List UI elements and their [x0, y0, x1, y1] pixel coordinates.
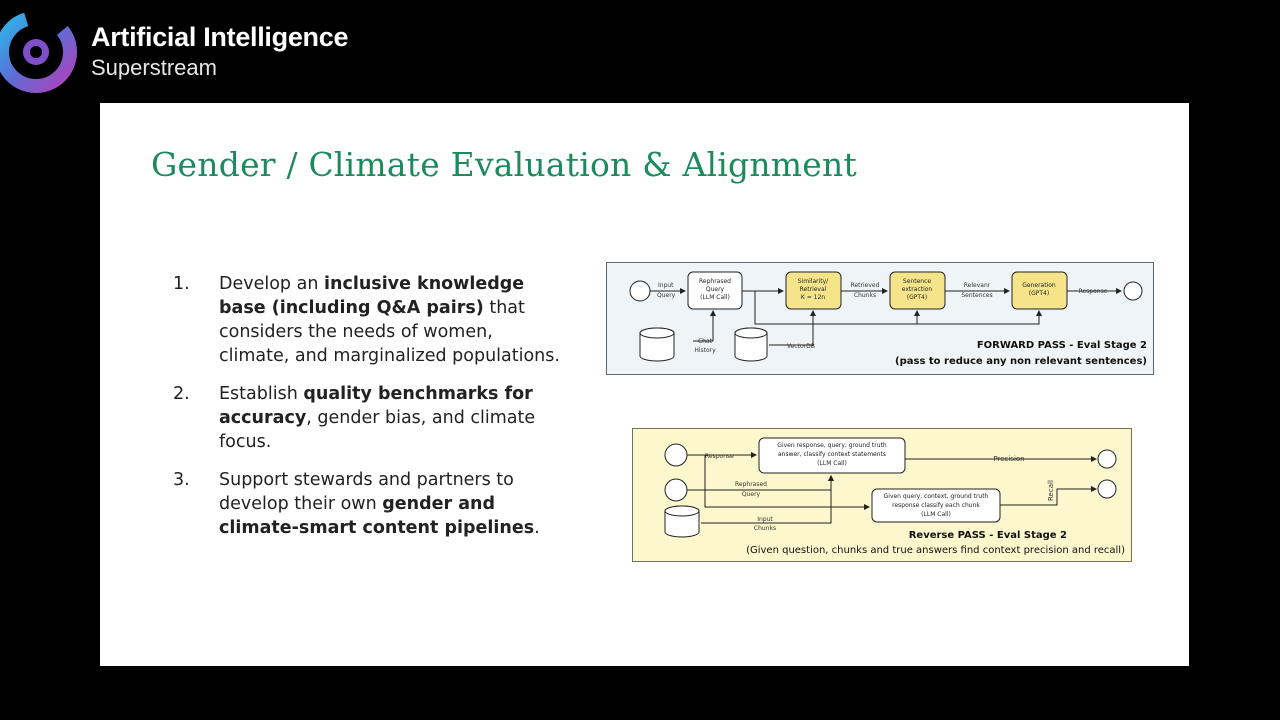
response-node — [664, 443, 688, 467]
slide-title: Gender / Climate Evaluation & Alignment — [151, 145, 857, 184]
list-item: 3. Support stewards and partners to deve… — [173, 468, 563, 540]
list-text: , gender bias, and climate focus. — [219, 408, 536, 452]
forward-pass-caption: FORWARD PASS - Eval Stage 2 — [976, 340, 1147, 351]
list-text: Establish — [219, 384, 304, 404]
list-text-bold: gender and climate-smart content pipelin… — [219, 494, 535, 538]
reverse-pass-subcaption: (Given question, chunks and true answers… — [746, 545, 1125, 556]
recall-node — [1097, 479, 1117, 499]
brand-subtitle: Superstream — [91, 55, 217, 80]
list-text: Develop an — [219, 274, 324, 294]
list-text: . — [534, 518, 540, 538]
reverse-pass-caption: Reverse PASS - Eval Stage 2 — [908, 530, 1067, 541]
list-text: Support stewards and partners to develop… — [219, 470, 514, 514]
list-text-bold: quality benchmarks for accuracy — [219, 384, 533, 428]
label-response: Response — [705, 453, 734, 460]
list-text: that considers the needs of women, clima… — [219, 298, 560, 366]
list-item: 1. Develop an inclusive knowledge base (… — [173, 272, 563, 368]
svg-text:Generation(GPT4): Generation(GPT4) — [1022, 282, 1056, 297]
svg-text:Given query, context, ground t: Given query, context, ground truthrespon… — [884, 493, 989, 518]
label-response: Response — [1079, 288, 1108, 295]
end-node — [1123, 281, 1143, 301]
presentation-slide: Gender / Climate Evaluation & Alignment … — [100, 103, 1189, 666]
label-recall: Recall — [1047, 480, 1055, 501]
forward-pass-subcaption: (pass to reduce any non relevant sentenc… — [895, 356, 1147, 367]
label-vectordb: VectorDB — [787, 343, 815, 350]
svg-text:Given response, query, ground: Given response, query, ground truthanswe… — [777, 442, 887, 467]
chat-history-database-icon — [639, 327, 675, 362]
list-number: 2. — [173, 384, 190, 404]
precision-node — [1097, 449, 1117, 469]
brand-title: Artificial Intelligence — [91, 22, 349, 52]
label-precision: Precision — [993, 455, 1024, 463]
bullet-list: 1. Develop an inclusive knowledge base (… — [173, 272, 563, 554]
list-number: 3. — [173, 470, 190, 490]
list-number: 1. — [173, 274, 190, 294]
chunks-database-icon — [664, 505, 700, 538]
list-text-bold: inclusive knowledge base (including Q&A … — [219, 274, 525, 318]
reverse-pass-diagram: Response Given response, query, ground t… — [632, 428, 1132, 562]
vectordb-database-icon — [734, 327, 768, 362]
start-node — [629, 280, 651, 302]
superstream-logo-icon — [0, 11, 77, 93]
list-item: 2. Establish quality benchmarks for accu… — [173, 382, 563, 454]
query-node — [664, 478, 688, 502]
classify-context-box — [758, 437, 906, 474]
